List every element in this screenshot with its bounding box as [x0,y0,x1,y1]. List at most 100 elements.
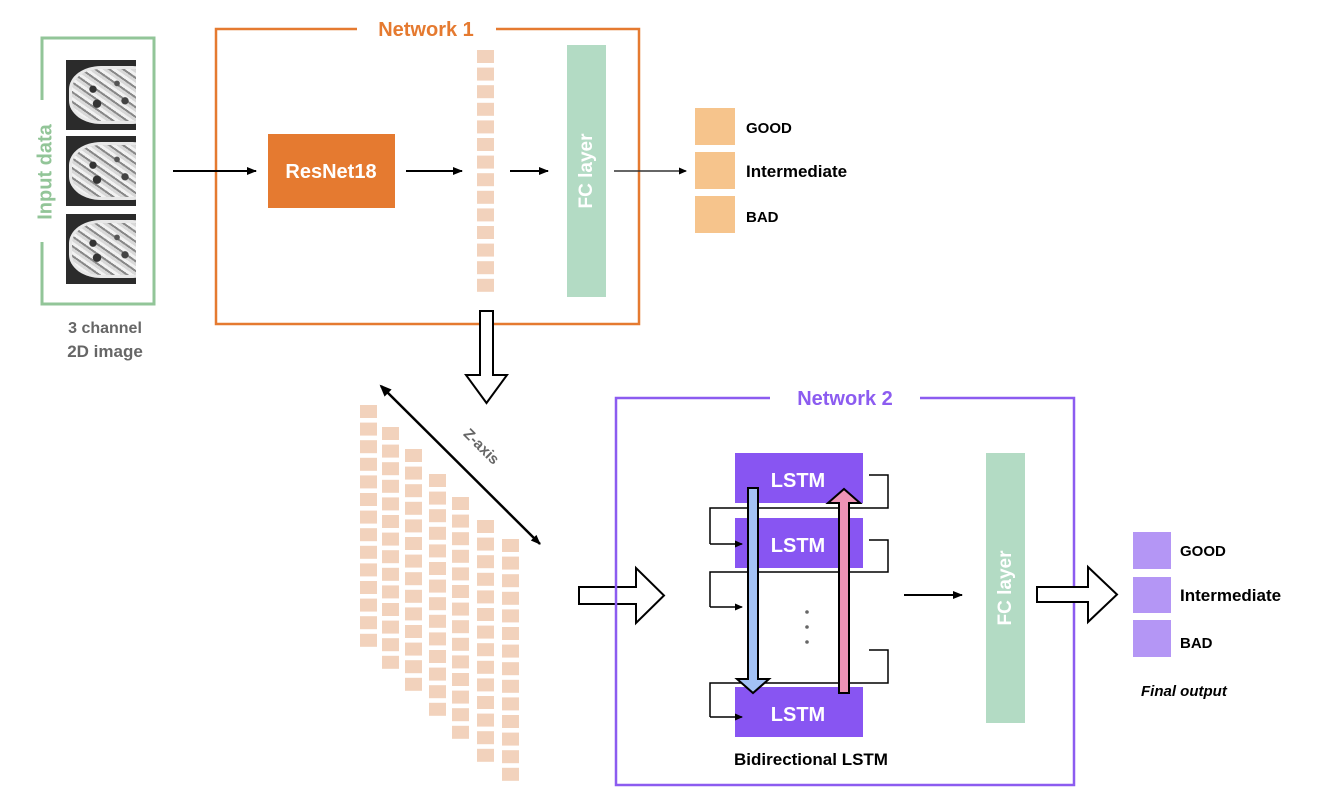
stack-feature-cell [502,732,519,746]
stack-feature-cell [477,643,494,657]
stack-feature-cell [360,457,377,471]
output2-intermediate-label: Intermediate [1180,586,1281,605]
z-axis-arrow [379,384,541,545]
stack-feature-cell [502,767,519,781]
stack-feature-cell [360,440,377,454]
stack-feature-cell [405,449,422,462]
stack-feature-cell [405,554,422,568]
output2-good-box [1133,532,1171,569]
stack-feature-cell [452,620,469,634]
stack-feature-cell [477,696,494,709]
feature-cell [477,50,494,63]
stack-feature-cell [502,539,519,552]
output1-good-box [695,108,735,145]
network2-frame [614,396,1076,787]
feature-cell [477,278,494,292]
stack-feature-cell [477,678,494,692]
stack-feature-cell [382,497,399,511]
feature-cell [477,173,494,187]
stack-feature-cell [382,585,399,599]
stack-feature-cell [382,655,399,669]
lstm-label-1: LSTM [771,470,825,492]
stack-feature-cell [405,625,422,638]
feature-cell [477,243,494,257]
feature-cell [477,138,494,151]
input-data-label: Input data [34,123,56,219]
output2-bad-label: BAD [1180,635,1213,652]
stack-feature-cell [429,491,446,505]
stack-feature-cell [405,501,422,515]
stack-feature-cell [382,462,399,476]
stack-feature-cell [382,603,399,616]
stack-feature-cell [382,427,399,440]
stack-feature-cell [477,625,494,639]
stack-feature-cell [429,614,446,628]
stack-feature-cell [452,549,469,563]
stack-feature-cell [429,474,446,487]
stack-feature-cell [477,537,494,551]
stack-feature-cell [360,633,377,647]
stack-feature-cell [429,509,446,523]
stack-feature-cell [429,579,446,593]
stack-feature-cell [360,581,377,594]
backward-direction-arrow [825,487,863,694]
stack-feature-cell [502,662,519,676]
output2-intermediate-box [1133,577,1171,613]
output1-bad-box [695,196,735,233]
network1-title: Network 1 [378,19,474,41]
resnet18-label: ResNet18 [285,161,376,183]
lstm-ellipsis [805,610,809,644]
stack-feature-cell [429,597,446,611]
stack-feature-cell [360,510,377,524]
stack-feature-cell [452,567,469,581]
stack-feature-cell [360,616,377,630]
stack-feature-cell [382,550,399,564]
stack-feature-cell [502,644,519,658]
stack-feature-cell [405,589,422,603]
final-output-caption: Final output [1141,683,1228,700]
feature-cell [477,155,494,169]
stack-feature-cell [382,532,399,546]
stack-feature-cell [452,725,469,739]
feature-cell [477,226,494,239]
stack-feature-cell [405,642,422,656]
stack-feature-cell [360,405,377,418]
feature-cell [477,261,494,275]
network1-outputs: GOOD Intermediate BAD [695,108,847,233]
stack-feature-cell [452,673,469,686]
stack-feature-cell [429,702,446,716]
stack-feature-cell [405,572,422,586]
stack-feature-cell [477,590,494,604]
stack-feature-cell [360,563,377,577]
stack-feature-cell [360,528,377,542]
stack-feature-cell [382,479,399,493]
stack-feature-cell [452,637,469,651]
stack-feature-cell [360,422,377,436]
output1-intermediate-box [695,152,735,189]
stack-feature-cell [429,562,446,575]
feature-vector [477,50,494,292]
mri-slice-2 [66,136,136,206]
stack-feature-cell [382,567,399,581]
resnet18-block [268,134,395,208]
feature-cell [477,208,494,222]
forward-direction-arrow [734,487,772,695]
right-hollow-arrow-out [1036,564,1119,625]
stack-feature-cell [502,679,519,693]
output1-intermediate-label: Intermediate [746,162,847,181]
stack-feature-cell [452,690,469,704]
output1-bad-label: BAD [746,209,779,226]
stack-feature-cell [452,585,469,598]
right-hollow-arrow-in [578,565,666,626]
stack-feature-cell [382,638,399,652]
z-axis-label: Z-axis [460,425,503,468]
stack-feature-cell [477,608,494,621]
stack-feature-cell [360,493,377,506]
lstm-block-n [735,687,863,737]
stack-feature-cell [502,591,519,605]
stack-feature-cell [477,520,494,533]
network1-frame [214,27,641,326]
stack-feature-cell [405,607,422,621]
input-data-frame [40,36,156,306]
